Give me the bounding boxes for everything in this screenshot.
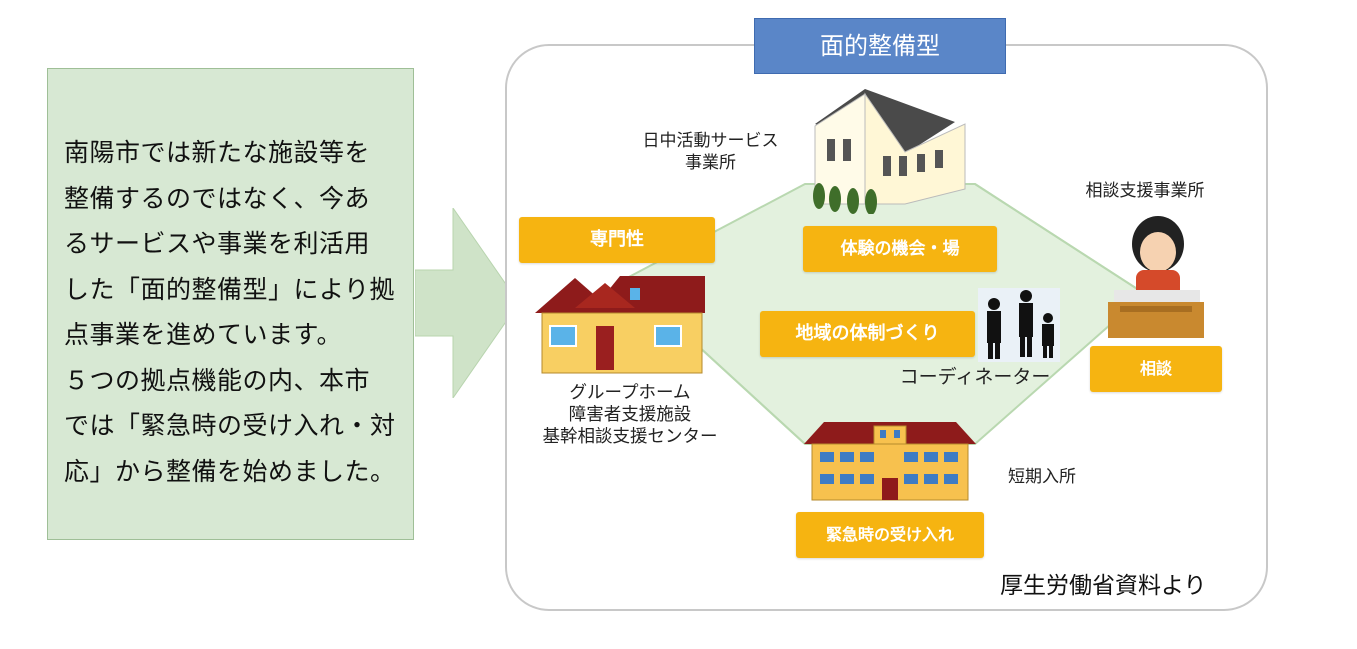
- short-stay-label: 短期入所: [1008, 467, 1076, 487]
- day-service-label: 日中活動サービス 事業所: [642, 131, 779, 173]
- consultant-person-icon: [1108, 216, 1204, 338]
- community-box: 地域の体制づくり: [760, 311, 975, 357]
- experience-box: 体験の機会・場: [803, 226, 997, 272]
- group-home-label: グループホーム 障害者支援施設 基幹相談支援センター: [542, 383, 718, 447]
- explanation-text: 南陽市では新たな施設等を 整備するのではなく、今あ るサービスや事業を利活用 し…: [64, 138, 396, 486]
- diagram-title: 面的整備型: [754, 18, 1006, 74]
- expertise-box: 専門性: [519, 217, 715, 263]
- consult-office-label: 相談支援事業所: [1085, 181, 1205, 201]
- short-stay-building-icon: [804, 422, 976, 501]
- coordinator-people-icon: [978, 288, 1060, 362]
- coordinator-label: コーディネーター: [899, 366, 1051, 388]
- right-arrow-icon: [415, 208, 520, 398]
- consult-box: 相談: [1090, 346, 1222, 392]
- day-service-building-icon: [813, 89, 966, 214]
- emergency-box: 緊急時の受け入れ: [796, 512, 984, 558]
- group-home-building-icon: [535, 276, 705, 374]
- source-caption: 厚生労働省資料より: [1000, 573, 1207, 599]
- explanation-panel: [47, 68, 414, 540]
